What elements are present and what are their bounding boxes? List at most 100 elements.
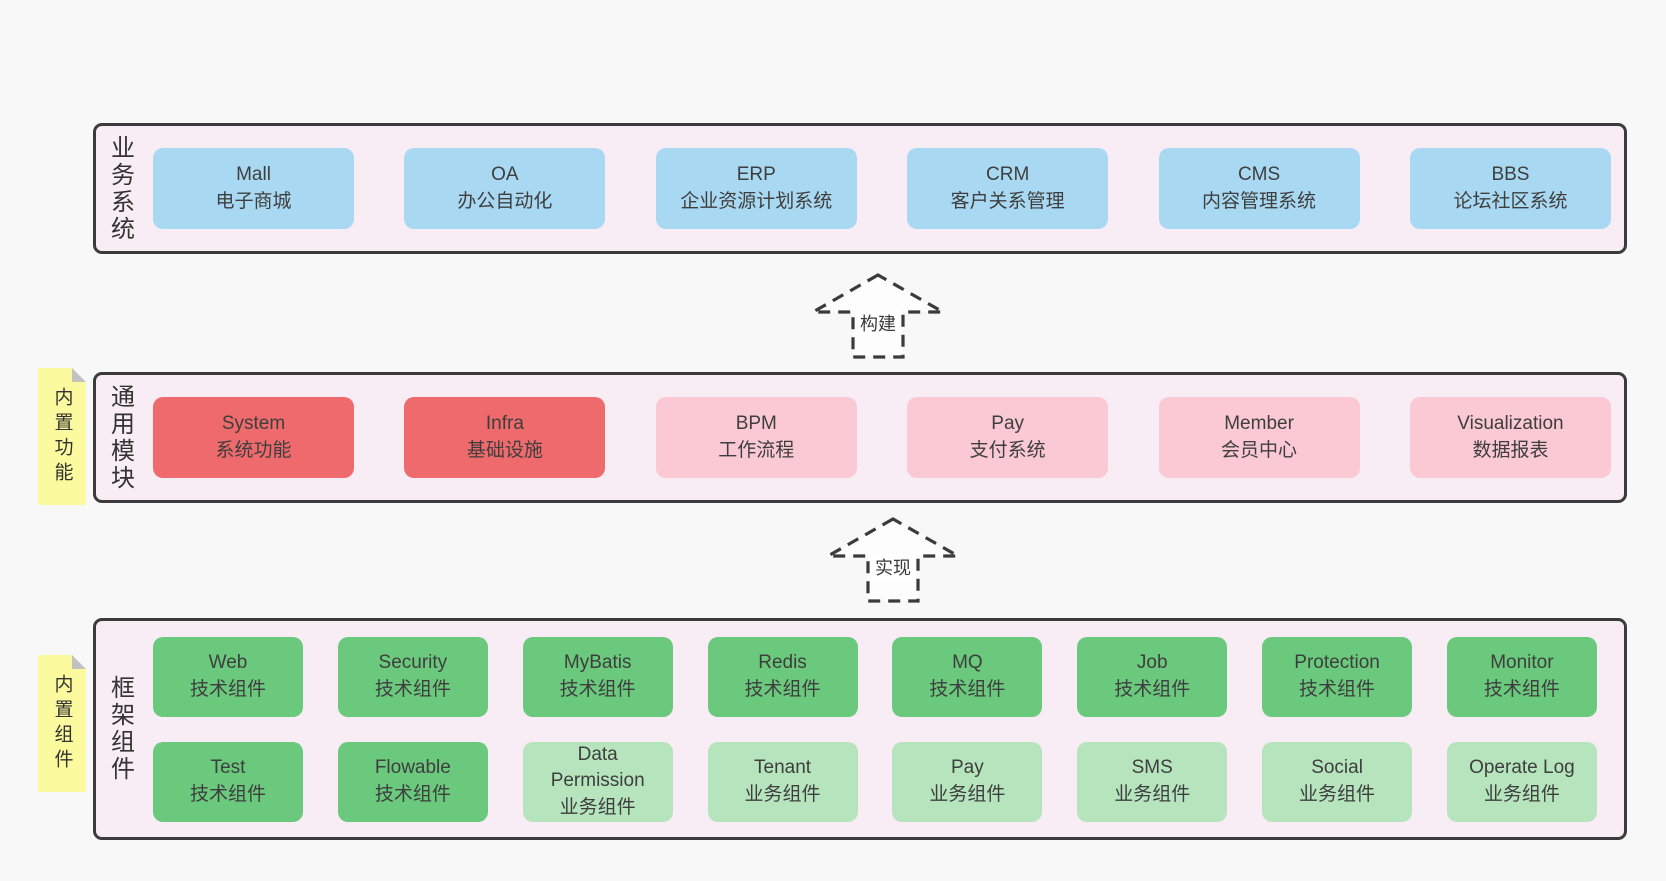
component-subtitle: 基础设施 (466, 439, 543, 461)
component-subtitle: 技术组件 (374, 678, 451, 700)
component-subtitle: 内容管理系统 (1202, 190, 1317, 212)
component-box-protection: Protection 技术组件 (1262, 636, 1413, 717)
implement-arrow: 实现 (823, 516, 963, 604)
component-title: MQ (952, 652, 983, 674)
arrow-label: 构建 (856, 310, 900, 336)
component-box-tenant: Tenant 业务组件 (707, 741, 858, 822)
build-arrow: 构建 (808, 272, 948, 360)
component-title: Pay (951, 757, 984, 779)
component-subtitle: 支付系统 (969, 439, 1046, 461)
component-box-redis: Redis 技术组件 (707, 636, 858, 717)
layer-title: 框架组件 (106, 675, 134, 783)
component-title: CRM (986, 164, 1030, 186)
component-title: Operate Log (1469, 757, 1575, 779)
note-text: 内置组件 (51, 673, 73, 774)
component-box-bpm: BPM 工作流程 (655, 397, 857, 478)
component-title: Protection (1294, 652, 1380, 674)
component-subtitle: 工作流程 (718, 439, 795, 461)
common-modules-layer: 通用模块 System 系统功能 Infra 基础设施 BPM 工作流程 Pay 支付系统 Me… (93, 372, 1627, 503)
component-box-pay: Pay 业务组件 (892, 741, 1043, 822)
component-title: BBS (1491, 164, 1530, 186)
component-title: System (221, 413, 286, 435)
component-box-data-permission: Data Permission 业务组件 (522, 741, 673, 822)
layer-title: 通用模块 (106, 383, 134, 492)
component-subtitle: 技术组件 (1114, 678, 1191, 700)
component-subtitle: 数据报表 (1472, 439, 1549, 461)
component-subtitle: 会员中心 (1221, 439, 1298, 461)
component-box-mq: MQ 技术组件 (892, 636, 1043, 717)
component-title: Infra (485, 413, 524, 435)
component-subtitle: 业务组件 (744, 783, 821, 805)
note-text: 内置功能 (51, 386, 73, 487)
builtin-components-note: 内置组件 (38, 655, 86, 792)
component-subtitle: 业务组件 (1299, 783, 1376, 805)
layer-label-column: 业务系统 (96, 126, 153, 251)
component-box-infra: Infra 基础设施 (404, 397, 606, 478)
component-subtitle: 技术组件 (1299, 678, 1376, 700)
component-subtitle: 业务组件 (929, 783, 1006, 805)
common-modules-boxes: System 系统功能 Infra 基础设施 BPM 工作流程 Pay 支付系统 Member 会… (153, 375, 1624, 500)
component-box-member: Member 会员中心 (1158, 397, 1360, 478)
component-title: BPM (735, 413, 777, 435)
component-title: Web (208, 652, 248, 674)
component-title: MyBatis (563, 652, 632, 674)
component-title: Test (210, 757, 246, 779)
component-subtitle: 办公自动化 (457, 190, 553, 212)
component-title: Security (378, 652, 448, 674)
component-subtitle: 电子商城 (215, 190, 292, 212)
component-title: Visualization (1457, 413, 1564, 435)
component-subtitle: 企业资源计划系统 (680, 190, 833, 212)
component-subtitle: 业务组件 (1483, 783, 1560, 805)
component-box-security: Security 技术组件 (337, 636, 488, 717)
component-title: Data Permission (550, 744, 645, 792)
component-box-crm: CRM 客户关系管理 (907, 148, 1109, 229)
component-box-visualization: Visualization 数据报表 (1409, 397, 1611, 478)
component-title: Pay (991, 413, 1025, 435)
component-subtitle: 系统功能 (215, 439, 292, 461)
component-subtitle: 技术组件 (374, 783, 451, 805)
component-title: Tenant (754, 757, 812, 779)
component-subtitle: 技术组件 (189, 783, 266, 805)
component-box-operate-log: Operate Log 业务组件 (1446, 741, 1597, 822)
component-box-social: Social 业务组件 (1262, 741, 1413, 822)
component-subtitle: 技术组件 (189, 678, 266, 700)
component-title: Flowable (374, 757, 451, 779)
component-box-job: Job 技术组件 (1077, 636, 1228, 717)
component-title: Job (1136, 652, 1168, 674)
component-title: Social (1311, 757, 1363, 779)
component-subtitle: 业务组件 (559, 796, 636, 818)
layer-label-column: 框架组件 (96, 621, 153, 837)
component-title: Mall (236, 164, 271, 186)
component-subtitle: 客户关系管理 (950, 190, 1065, 212)
component-title: Redis (758, 652, 807, 674)
component-box-web: Web 技术组件 (153, 636, 303, 717)
component-subtitle: 技术组件 (744, 678, 821, 700)
component-box-test: Test 技术组件 (153, 741, 303, 822)
layer-label-column: 通用模块 (96, 375, 153, 500)
component-title: Member (1224, 413, 1294, 435)
component-subtitle: 业务组件 (1114, 783, 1191, 805)
component-box-system: System 系统功能 (153, 397, 354, 478)
layer-title: 业务系统 (106, 134, 134, 243)
component-row: System 系统功能 Infra 基础设施 BPM 工作流程 Pay 支付系统 Member 会… (153, 397, 1611, 478)
component-title: OA (491, 164, 519, 186)
component-box-mall: Mall 电子商城 (153, 148, 354, 229)
component-box-flowable: Flowable 技术组件 (337, 741, 488, 822)
component-box-oa: OA 办公自动化 (404, 148, 606, 229)
business-systems-layer: 业务系统 Mall 电子商城 OA 办公自动化 ERP 企业资源计划系统 CRM 客户关系管理… (93, 123, 1627, 254)
component-subtitle: 技术组件 (929, 678, 1006, 700)
component-box-sms: SMS 业务组件 (1077, 741, 1228, 822)
component-title: SMS (1131, 757, 1173, 779)
component-title: ERP (736, 164, 776, 186)
component-box-pay: Pay 支付系统 (907, 397, 1109, 478)
